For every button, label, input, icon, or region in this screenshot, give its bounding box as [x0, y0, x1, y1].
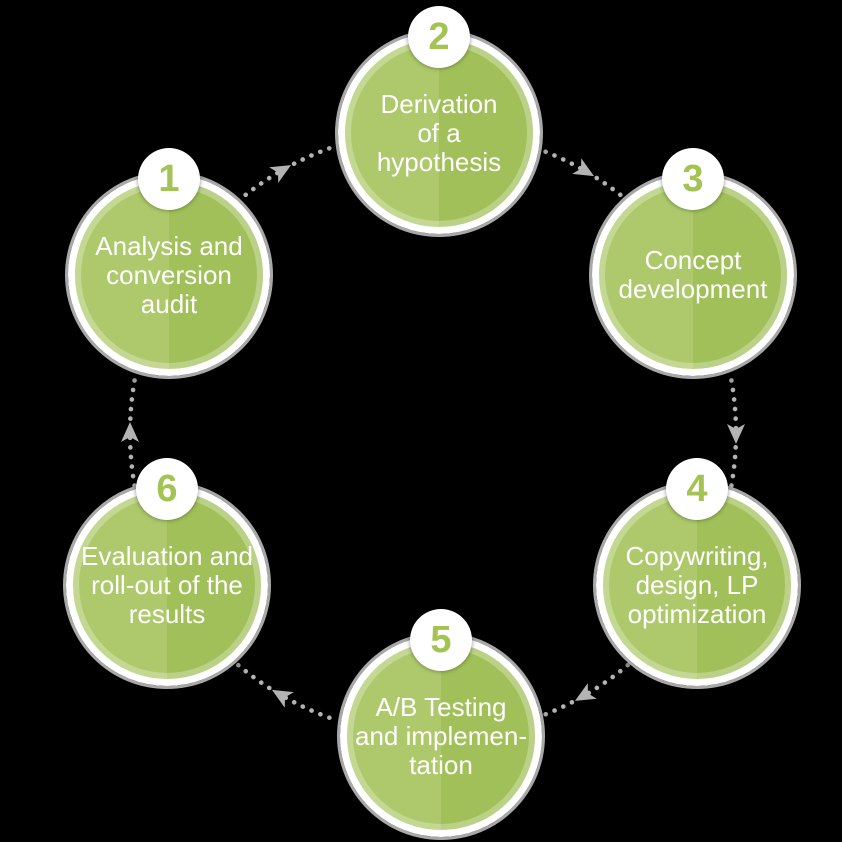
step-number-badge: 5 [410, 609, 472, 671]
step-number-badge: 6 [136, 458, 198, 520]
step-number-badge: 1 [138, 148, 200, 210]
step-label: Evaluation and roll-out of the results [80, 540, 254, 629]
step-label: Concept development [618, 245, 768, 304]
step-circle: Evaluation and roll-out of the results [66, 484, 268, 686]
arrowhead-icon-6-1 [121, 422, 139, 442]
connector-dots-6-1 [127, 378, 137, 488]
arrowhead-icon-5-6 [271, 689, 294, 708]
step-label: Derivation of a hypothesis [376, 88, 502, 177]
process-step-1: Analysis and conversion audit 1 [68, 148, 270, 376]
step-label: A/B Testing and implemen- tation [355, 691, 527, 780]
process-step-2: Derivation of a hypothesis 2 [338, 6, 540, 234]
process-step-5: A/B Testing and implemen- tation 5 [340, 609, 542, 837]
step-number: 4 [686, 468, 708, 510]
step-number: 1 [158, 158, 180, 200]
connector-dots-4-5 [534, 662, 631, 720]
step-number-badge: 3 [662, 148, 724, 210]
arrowhead-icon-4-5 [574, 683, 597, 701]
step-circle: A/B Testing and implemen- tation [340, 635, 542, 837]
arrowhead-icon-2-3 [572, 158, 595, 177]
step-number: 6 [156, 468, 178, 510]
step-number: 3 [682, 158, 704, 200]
arrowhead-icon-3-4 [727, 424, 745, 444]
connector-dots-1-2 [235, 146, 332, 204]
arrowhead-icon-1-2 [269, 165, 292, 183]
step-label: Copywriting, design, LP optimization [625, 540, 769, 629]
step-label: Analysis and conversion audit [95, 230, 243, 319]
step-number: 5 [430, 619, 452, 661]
process-step-4: Copywriting, design, LP optimization 4 [596, 458, 798, 686]
step-number-badge: 4 [666, 458, 728, 520]
step-number: 2 [428, 16, 450, 58]
step-circle: Derivation of a hypothesis [338, 32, 540, 234]
connector-dots-5-6 [235, 662, 332, 720]
process-step-3: Concept development 3 [592, 148, 794, 376]
connector-dots-3-4 [729, 378, 739, 488]
process-step-6: Evaluation and roll-out of the results 6 [66, 458, 268, 686]
connector-dots-2-3 [534, 146, 631, 204]
step-number-badge: 2 [408, 6, 470, 68]
